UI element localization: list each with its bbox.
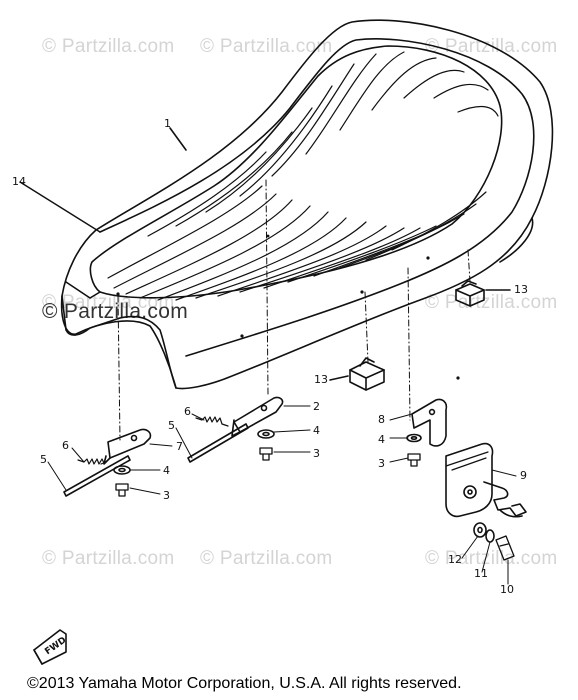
callout-10: 10: [500, 583, 514, 596]
callout-9: 9: [520, 469, 527, 482]
center-leaders: [175, 405, 311, 459]
callout-12: 12: [448, 553, 462, 566]
seat-pleats: [107, 51, 499, 301]
callout-3-right: 3: [378, 457, 385, 470]
left-leaders: [47, 443, 173, 495]
watermark: © Partzilla.com: [425, 292, 558, 313]
bracket-right: [411, 398, 448, 447]
leader-13-center: [329, 375, 349, 381]
copyright-footer: ©2013 Yamaha Motor Corporation, U.S.A. A…: [27, 675, 462, 692]
callout-seat: 1: [164, 117, 171, 130]
seat-front-face: [61, 295, 177, 389]
seat-panel-border: [89, 45, 503, 299]
callout-4-center: 4: [313, 424, 320, 437]
callout-3-left: 3: [163, 489, 170, 502]
callout-4-left: 4: [163, 464, 170, 477]
mounting-lines: [117, 179, 471, 441]
watermark: © Partzilla.com: [425, 548, 558, 569]
watermark: © Partzilla.com: [42, 36, 175, 57]
right-bracket-assembly: [406, 398, 527, 561]
seat-outline: [60, 19, 554, 390]
pin-center: [195, 416, 229, 427]
callout-2: 2: [313, 400, 320, 413]
callout-6-center: 6: [184, 405, 191, 418]
callout-8: 8: [378, 413, 385, 426]
right-leaders: [389, 413, 517, 585]
watermark: © Partzilla.com: [200, 36, 333, 57]
center-bracket-assembly: [187, 396, 284, 463]
lock-body: [445, 442, 494, 518]
callout-5-left: 5: [40, 453, 47, 466]
callout-13-right: 13: [514, 283, 528, 296]
callout-14: 14: [12, 175, 26, 188]
callout-13-center: 13: [314, 373, 328, 386]
shaft-left: [63, 455, 131, 497]
watermark: © Partzilla.com: [200, 548, 333, 569]
damper-right: [455, 280, 485, 307]
callout-11: 11: [474, 567, 488, 580]
seat-illustration: [60, 19, 554, 390]
leader-14: [19, 181, 101, 233]
left-bracket-assembly: [63, 428, 152, 497]
callout-3-center: 3: [313, 447, 320, 460]
callout-7: 7: [176, 440, 183, 453]
center-watermark: © Partzilla.com: [42, 300, 189, 323]
shaft-center: [187, 423, 249, 463]
leader-seat: [169, 127, 187, 151]
callout-5-center: 5: [168, 419, 175, 432]
watermark: © Partzilla.com: [42, 548, 175, 569]
callout-6-left: 6: [62, 439, 69, 452]
pin-left: [77, 458, 107, 465]
damper-center: [349, 357, 385, 391]
seat-skirt-line: [99, 38, 535, 357]
bracket-center: [233, 396, 284, 433]
bracket-left: [107, 428, 152, 459]
front-marker: [33, 629, 67, 665]
lock-key: [483, 481, 527, 517]
callout-4-right: 4: [378, 433, 385, 446]
